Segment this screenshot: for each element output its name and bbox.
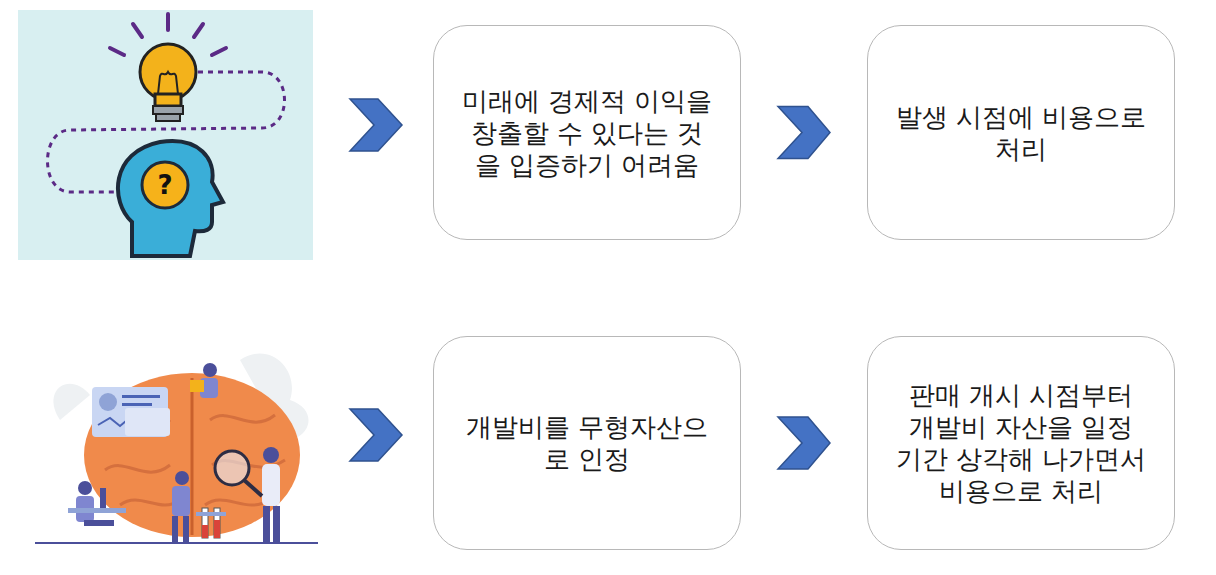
illustration-ground [18,10,313,260]
box-text: 미래에 경제적 이익을 창출할 수 있다는 것 을 입증하기 어려움 [454,85,720,181]
question-mark: ? [145,168,185,202]
process-box: 판매 개시 시점부터 개발비 자산을 일정 기간 상각해 나가면서 비용으로 처… [867,336,1175,550]
brain-illustration [35,354,318,543]
process-box: 미래에 경제적 이익을 창출할 수 있다는 것 을 입증하기 어려움 [433,25,741,240]
box-text: 개발비를 무형자산으 로 인정 [454,411,720,475]
box-text: 발생 시점에 비용으로 처리 [888,101,1154,165]
head-icon [118,141,223,256]
chevron-arrow [778,417,830,469]
chevron-arrow [350,409,402,461]
process-box: 발생 시점에 비용으로 처리 [867,25,1175,240]
chevron-arrow [778,107,830,159]
chevron-arrow [350,99,402,151]
process-box: 개발비를 무형자산으 로 인정 [433,336,741,550]
box-text: 판매 개시 시점부터 개발비 자산을 일정 기간 상각해 나가면서 비용으로 처… [888,379,1154,507]
lightbulb-icon [140,44,196,121]
